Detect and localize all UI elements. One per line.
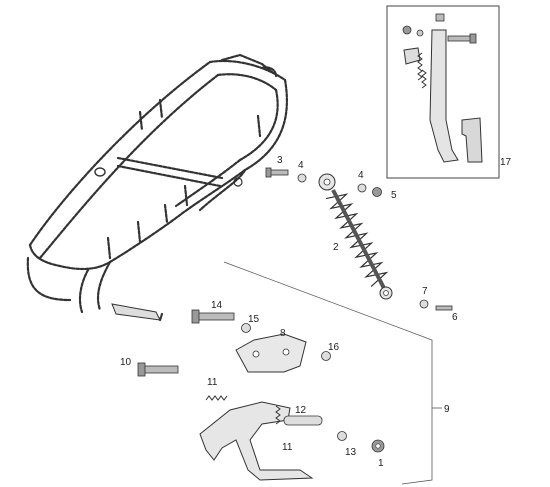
label-1: 1: [378, 458, 384, 469]
label-10: 10: [120, 357, 132, 368]
shock-hardware: [265, 167, 453, 311]
label-16: 16: [328, 342, 340, 353]
scooter-frame: [26, 53, 289, 322]
label-6: 6: [452, 312, 458, 323]
label-11-lower: 11: [282, 442, 293, 453]
label-11-upper: 11: [207, 377, 218, 388]
label-5: 5: [391, 190, 397, 201]
inset-box: 17: [386, 5, 512, 179]
label-8: 8: [280, 328, 286, 339]
label-4-left: 4: [298, 160, 304, 171]
part-labels: 3 4 4 5 2 7 6 14 15 8 16 10 11 12 11 13 …: [120, 155, 458, 469]
label-4-right: 4: [358, 170, 364, 181]
label-7: 7: [422, 286, 428, 297]
label-3: 3: [277, 155, 283, 166]
label-15: 15: [248, 314, 260, 325]
label-14: 14: [211, 300, 223, 311]
label-17: 17: [500, 157, 512, 168]
center-stand-group: [137, 261, 442, 485]
shock-absorber: [318, 173, 393, 300]
label-2: 2: [333, 242, 339, 253]
label-9: 9: [444, 404, 450, 415]
label-13: 13: [345, 447, 357, 458]
label-12: 12: [295, 405, 307, 416]
